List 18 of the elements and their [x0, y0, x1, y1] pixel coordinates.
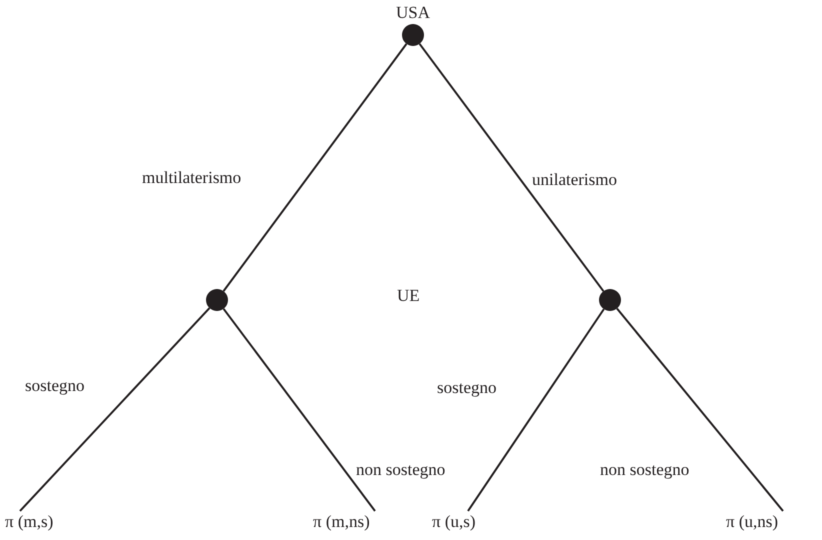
payoff-label: π (u,ns) [726, 512, 778, 532]
tree-branch [418, 43, 604, 292]
edge-label: sostegno [437, 378, 496, 398]
tree-branch [467, 308, 605, 512]
tree-branch [19, 307, 210, 512]
player-label: USA [394, 3, 431, 23]
payoff-label: π (m,s) [5, 512, 54, 532]
tree-branch [222, 43, 408, 292]
payoff-label: π (u,s) [432, 512, 476, 532]
payoff-label: π (m,ns) [313, 512, 370, 532]
edge-label: unilaterismo [532, 170, 617, 190]
tree-branch [616, 308, 784, 512]
edge-label: non sostegno [600, 460, 690, 480]
edge-label: sostegno [25, 376, 84, 396]
player-label: UE [397, 286, 420, 306]
edge-label: multilaterismo [142, 168, 242, 188]
edge-label: non sostegno [356, 460, 446, 480]
tree-branch [222, 308, 376, 512]
